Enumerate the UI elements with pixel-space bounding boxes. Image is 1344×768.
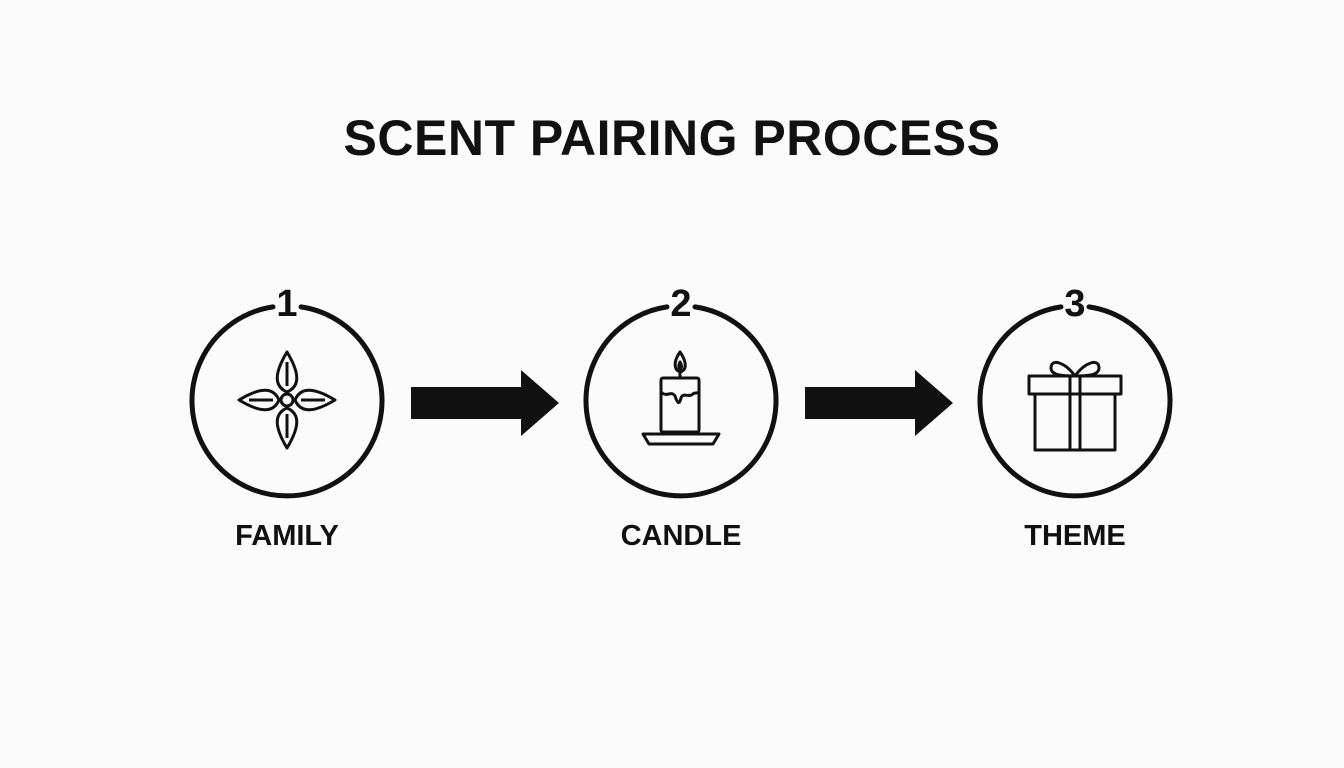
step-ring — [189, 304, 385, 499]
step-label: FAMILY — [235, 520, 339, 552]
step-ring — [583, 304, 779, 499]
step-ring — [977, 304, 1173, 499]
step-label: THEME — [1024, 520, 1126, 552]
step-theme: 3 THEME — [965, 283, 1185, 560]
step-number: 1 — [276, 283, 298, 325]
candle-icon — [641, 350, 721, 446]
step-number: 2 — [670, 283, 692, 325]
gift-icon — [1027, 360, 1123, 452]
step-label: CANDLE — [620, 520, 742, 552]
step-candle: 2 CANDLE — [571, 283, 791, 560]
step-family: 1 FAMILY — [177, 283, 397, 560]
arrow-right-icon — [805, 370, 953, 436]
diagram-title: SCENT PAIRING PROCESS — [343, 110, 1001, 166]
step-number: 3 — [1064, 283, 1086, 325]
arrow-right-icon — [411, 370, 559, 436]
flower-icon — [237, 350, 337, 450]
